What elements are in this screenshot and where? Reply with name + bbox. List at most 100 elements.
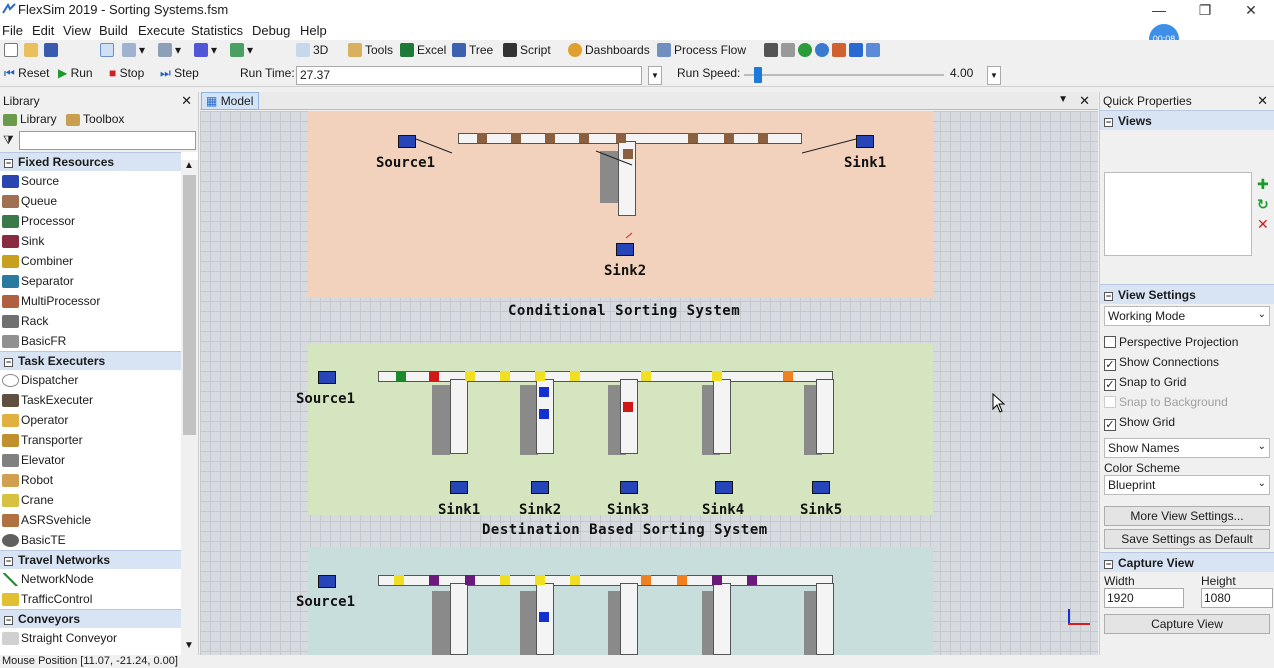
menu-debug[interactable]: Debug: [252, 23, 291, 38]
library-item-sink[interactable]: Sink: [0, 231, 181, 251]
branch-conveyor-2c[interactable]: [620, 379, 638, 454]
menu-build[interactable]: Build: [99, 23, 128, 38]
save-icon[interactable]: [44, 43, 61, 57]
branch-conveyor-3c[interactable]: [620, 583, 638, 655]
main-conveyor-3[interactable]: [378, 575, 833, 586]
library-filter-input[interactable]: [19, 131, 196, 150]
tree-button[interactable]: Tree: [452, 43, 493, 57]
menu-help[interactable]: Help: [300, 23, 327, 38]
library-item-straight-conveyor[interactable]: Straight Conveyor: [0, 628, 181, 648]
branch-conveyor-3a[interactable]: [450, 583, 468, 655]
checkbox-show-grid[interactable]: ✓Show Grid: [1104, 415, 1176, 431]
maximize-button[interactable]: ❐: [1198, 2, 1212, 18]
tools-button[interactable]: Tools: [348, 43, 393, 57]
branch-conveyor-1[interactable]: [618, 141, 636, 216]
branch-conveyor-3d[interactable]: [713, 583, 731, 655]
sink-2d[interactable]: [715, 481, 733, 494]
library-item-multiprocessor[interactable]: MultiProcessor: [0, 291, 181, 311]
toolbar-extra-icons[interactable]: [764, 43, 883, 57]
sink-2e[interactable]: [812, 481, 830, 494]
tab-toolbox[interactable]: Toolbox: [66, 112, 124, 126]
sink-1a[interactable]: [856, 135, 874, 148]
library-item-dispatcher[interactable]: Dispatcher: [0, 370, 181, 390]
library-item-rack[interactable]: Rack: [0, 311, 181, 331]
library-item-source[interactable]: Source: [0, 171, 181, 191]
open-folder-icon[interactable]: [24, 43, 41, 57]
scroll-up-icon[interactable]: ▲: [184, 160, 194, 171]
checkbox-snap-to-grid[interactable]: ✓Snap to Grid: [1104, 375, 1187, 391]
working-mode-select[interactable]: Working Mode⌄: [1104, 306, 1270, 326]
3d-view-button[interactable]: 3D: [296, 43, 328, 57]
sink-1b[interactable]: [616, 243, 634, 256]
add-view-icon[interactable]: ✚: [1257, 176, 1269, 192]
library-item-queue[interactable]: Queue: [0, 191, 181, 211]
section-views[interactable]: −Views: [1100, 110, 1274, 130]
model-close-icon[interactable]: ✕: [1079, 93, 1090, 108]
checkbox-perspective-projection[interactable]: Perspective Projection: [1100, 332, 1274, 352]
tab-dropdown-icon[interactable]: ▼: [1058, 94, 1068, 105]
library-item-taskexecuter[interactable]: TaskExecuter: [0, 390, 181, 410]
minimize-button[interactable]: —: [1152, 2, 1166, 18]
menu-edit[interactable]: Edit: [32, 23, 55, 38]
run-speed-slider[interactable]: [744, 74, 944, 76]
sink-2a[interactable]: [450, 481, 468, 494]
dashboards-button[interactable]: Dashboards: [568, 43, 650, 57]
close-button[interactable]: ✕: [1245, 2, 1257, 18]
reset-button[interactable]: ⏮ Reset: [4, 66, 50, 80]
view-options-icon[interactable]: ▾: [230, 43, 253, 57]
sink-2b[interactable]: [531, 481, 549, 494]
run-button[interactable]: ▶ Run: [58, 66, 93, 80]
source-1a[interactable]: [398, 135, 416, 148]
quick-properties-close-icon[interactable]: ✕: [1257, 93, 1268, 108]
library-item-robot[interactable]: Robot: [0, 470, 181, 490]
branch-conveyor-2e[interactable]: [816, 379, 834, 454]
run-time-dropdown[interactable]: ▼: [648, 66, 662, 85]
new-file-icon[interactable]: [4, 43, 21, 57]
sink-2c[interactable]: [620, 481, 638, 494]
views-list[interactable]: [1104, 172, 1252, 256]
show-names-select[interactable]: Show Names⌄: [1104, 438, 1270, 458]
section-capture-view[interactable]: −Capture View: [1100, 552, 1274, 572]
section-travel-networks[interactable]: −Travel Networks: [0, 550, 181, 569]
step-button[interactable]: ⏭ Step: [160, 66, 199, 80]
save-settings-default-button[interactable]: Save Settings as Default: [1104, 529, 1270, 549]
branch-conveyor-2a[interactable]: [450, 379, 468, 454]
tab-library[interactable]: Library: [3, 112, 57, 126]
library-item-basicte[interactable]: BasicTE: [0, 530, 181, 550]
source-2[interactable]: [318, 371, 336, 384]
select-mode-icon[interactable]: [100, 43, 117, 57]
branch-conveyor-2d[interactable]: [713, 379, 731, 454]
connect-mode-icon[interactable]: ▾: [122, 43, 145, 57]
library-item-asrsvehicle[interactable]: ASRSvehicle: [0, 510, 181, 530]
section-task-executers[interactable]: −Task Executers: [0, 351, 181, 370]
stop-button[interactable]: ■ Stop: [109, 66, 145, 80]
library-item-crane[interactable]: Crane: [0, 490, 181, 510]
color-scheme-select[interactable]: Blueprint⌄: [1104, 475, 1270, 495]
source-3[interactable]: [318, 575, 336, 588]
section-fixed-resources[interactable]: −Fixed Resources: [0, 152, 181, 171]
section-conveyors[interactable]: −Conveyors: [0, 609, 181, 628]
menu-statistics[interactable]: Statistics: [191, 23, 244, 38]
refresh-view-icon[interactable]: ↻: [1257, 196, 1269, 212]
library-item-elevator[interactable]: Elevator: [0, 450, 181, 470]
library-scroll-thumb[interactable]: [183, 175, 196, 435]
library-item-transporter[interactable]: Transporter: [0, 430, 181, 450]
object-mode-icon[interactable]: ▾: [158, 43, 181, 57]
library-item-basicfr[interactable]: BasicFR: [0, 331, 181, 351]
library-item-networknode[interactable]: NetworkNode: [0, 569, 181, 589]
branch-conveyor-3e[interactable]: [816, 583, 834, 655]
more-view-settings-button[interactable]: More View Settings...: [1104, 506, 1270, 526]
menu-execute[interactable]: Execute: [138, 23, 185, 38]
library-item-operator[interactable]: Operator: [0, 410, 181, 430]
main-conveyor-2[interactable]: [378, 371, 833, 382]
delete-view-icon[interactable]: ✕: [1257, 216, 1269, 232]
script-button[interactable]: Script: [503, 43, 551, 57]
excel-button[interactable]: Excel: [400, 43, 446, 57]
run-time-field[interactable]: 27.37: [296, 66, 642, 85]
library-item-trafficcontrol[interactable]: TrafficControl: [0, 589, 181, 609]
tab-model[interactable]: ▦ Model: [201, 92, 259, 110]
menu-view[interactable]: View: [63, 23, 91, 38]
capture-width-input[interactable]: 1920: [1104, 588, 1184, 608]
menu-file[interactable]: File: [2, 23, 23, 38]
library-item-processor[interactable]: Processor: [0, 211, 181, 231]
